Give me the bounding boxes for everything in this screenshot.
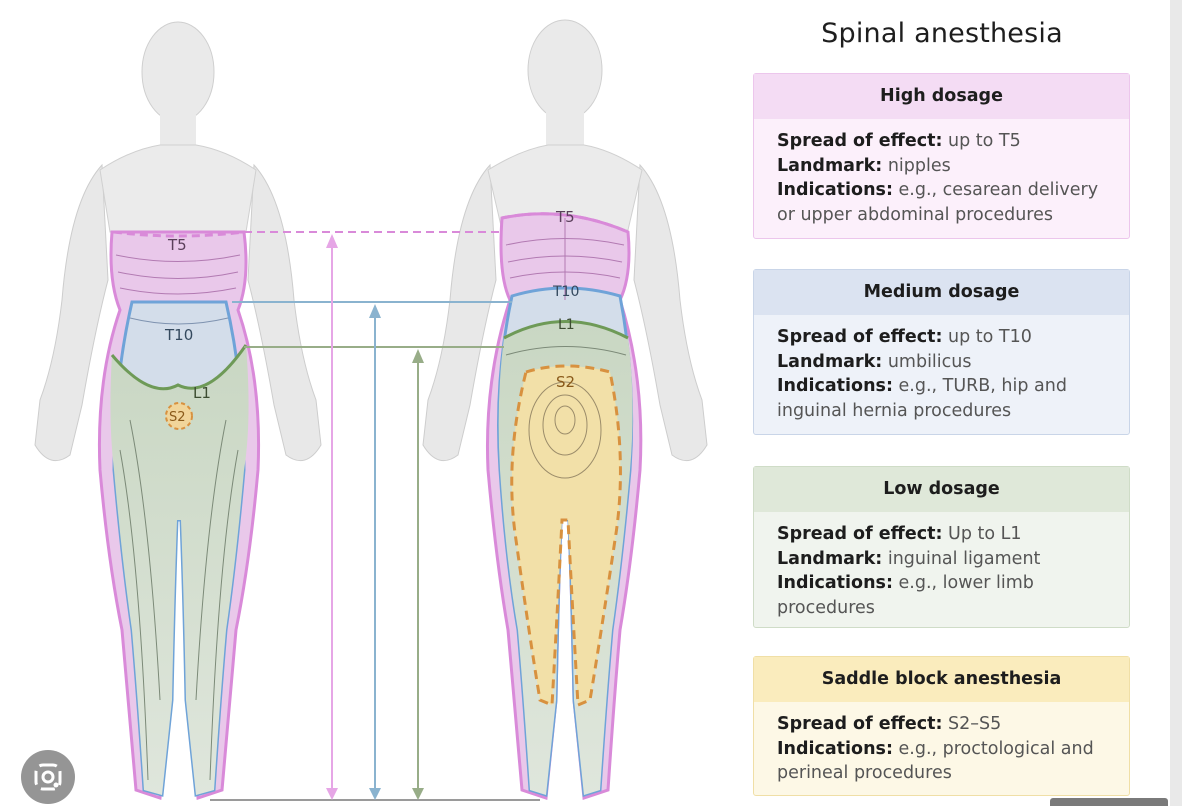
level-connectors — [210, 231, 540, 801]
card-body: Spread of effect: Up to L1 Landmark: ing… — [754, 512, 1129, 620]
row-key: Spread of effect: — [777, 524, 943, 544]
arrow-high — [326, 234, 338, 800]
card-row: Indications: e.g., TURB, hip and inguina… — [777, 374, 1121, 423]
card-saddle-block: Saddle block anesthesia Spread of effect… — [753, 656, 1130, 796]
back-body — [422, 19, 708, 801]
card-body: Spread of effect: up to T10 Landmark: um… — [754, 315, 1129, 423]
page-title: Spinal anesthesia — [821, 18, 1063, 49]
card-heading: Low dosage — [754, 467, 1129, 512]
visual-search-button[interactable] — [21, 750, 75, 804]
row-key: Landmark: — [777, 548, 883, 569]
card-row: Indications: e.g., proctological and per… — [777, 737, 1121, 786]
card-body: Spread of effect: S2–S5 Indications: e.g… — [754, 702, 1129, 786]
card-row: Spread of effect: Up to L1 — [777, 522, 1121, 547]
row-value: Up to L1 — [942, 524, 1022, 544]
card-row: Indications: e.g., lower limb procedures — [777, 571, 1121, 620]
card-heading: Saddle block anesthesia — [754, 657, 1129, 702]
row-value: inguinal ligament — [882, 548, 1041, 569]
front-label-l1: L1 — [193, 384, 211, 402]
arrow-low — [412, 349, 424, 800]
lens-icon — [34, 763, 62, 791]
row-value: S2–S5 — [942, 714, 1002, 734]
row-value: up to T10 — [942, 327, 1032, 347]
back-label-t10: T10 — [552, 284, 579, 300]
card-high-dosage: High dosage Spread of effect: up to T5 L… — [753, 73, 1130, 239]
card-medium-dosage: Medium dosage Spread of effect: up to T1… — [753, 269, 1130, 435]
scrollbar-track[interactable] — [1170, 0, 1182, 806]
card-heading: Medium dosage — [754, 270, 1129, 315]
front-label-s2: S2 — [169, 410, 186, 425]
row-value: umbilicus — [882, 351, 972, 372]
card-row: Spread of effect: up to T10 — [777, 325, 1121, 350]
back-label-t5: T5 — [555, 208, 575, 226]
card-row: Spread of effect: S2–S5 — [777, 712, 1121, 737]
card-row: Indications: e.g., cesarean delivery or … — [777, 178, 1121, 227]
front-body — [34, 21, 322, 801]
card-row: Landmark: nipples — [777, 154, 1121, 179]
row-value: e.g., TURB, hip and inguinal hernia proc… — [777, 376, 1067, 421]
card-low-dosage: Low dosage Spread of effect: Up to L1 La… — [753, 466, 1130, 628]
front-label-t5: T5 — [167, 236, 187, 254]
row-key: Landmark: — [777, 155, 883, 176]
row-key: Indications: — [777, 738, 893, 759]
row-key: Indications: — [777, 376, 893, 396]
row-key: Indications: — [777, 573, 893, 593]
card-heading: High dosage — [754, 74, 1129, 119]
row-key: Landmark: — [777, 351, 883, 372]
row-value: e.g., lower limb procedures — [777, 573, 1034, 618]
arrow-medium — [369, 304, 381, 800]
card-row: Landmark: umbilicus — [777, 350, 1121, 375]
dermatome-figure: T5 T10 L1 S2 T5 T10 L1 S2 — [34, 19, 708, 801]
back-label-l1: L1 — [558, 317, 575, 333]
back-label-s2: S2 — [556, 373, 575, 391]
row-value: nipples — [882, 155, 951, 176]
card-body: Spread of effect: up to T5 Landmark: nip… — [754, 119, 1129, 227]
card-row: Landmark: inguinal ligament — [777, 547, 1121, 572]
corner-tab — [1050, 798, 1168, 806]
row-value: up to T5 — [942, 131, 1021, 151]
row-key: Spread of effect: — [777, 131, 943, 151]
row-key: Indications: — [777, 180, 893, 200]
card-row: Spread of effect: up to T5 — [777, 129, 1121, 154]
front-label-t10: T10 — [164, 326, 193, 344]
row-value: e.g., proctological and perineal procedu… — [777, 738, 1094, 784]
row-key: Spread of effect: — [777, 714, 943, 734]
row-value: e.g., cesarean delivery or upper abdomin… — [777, 180, 1099, 225]
row-key: Spread of effect: — [777, 327, 943, 347]
